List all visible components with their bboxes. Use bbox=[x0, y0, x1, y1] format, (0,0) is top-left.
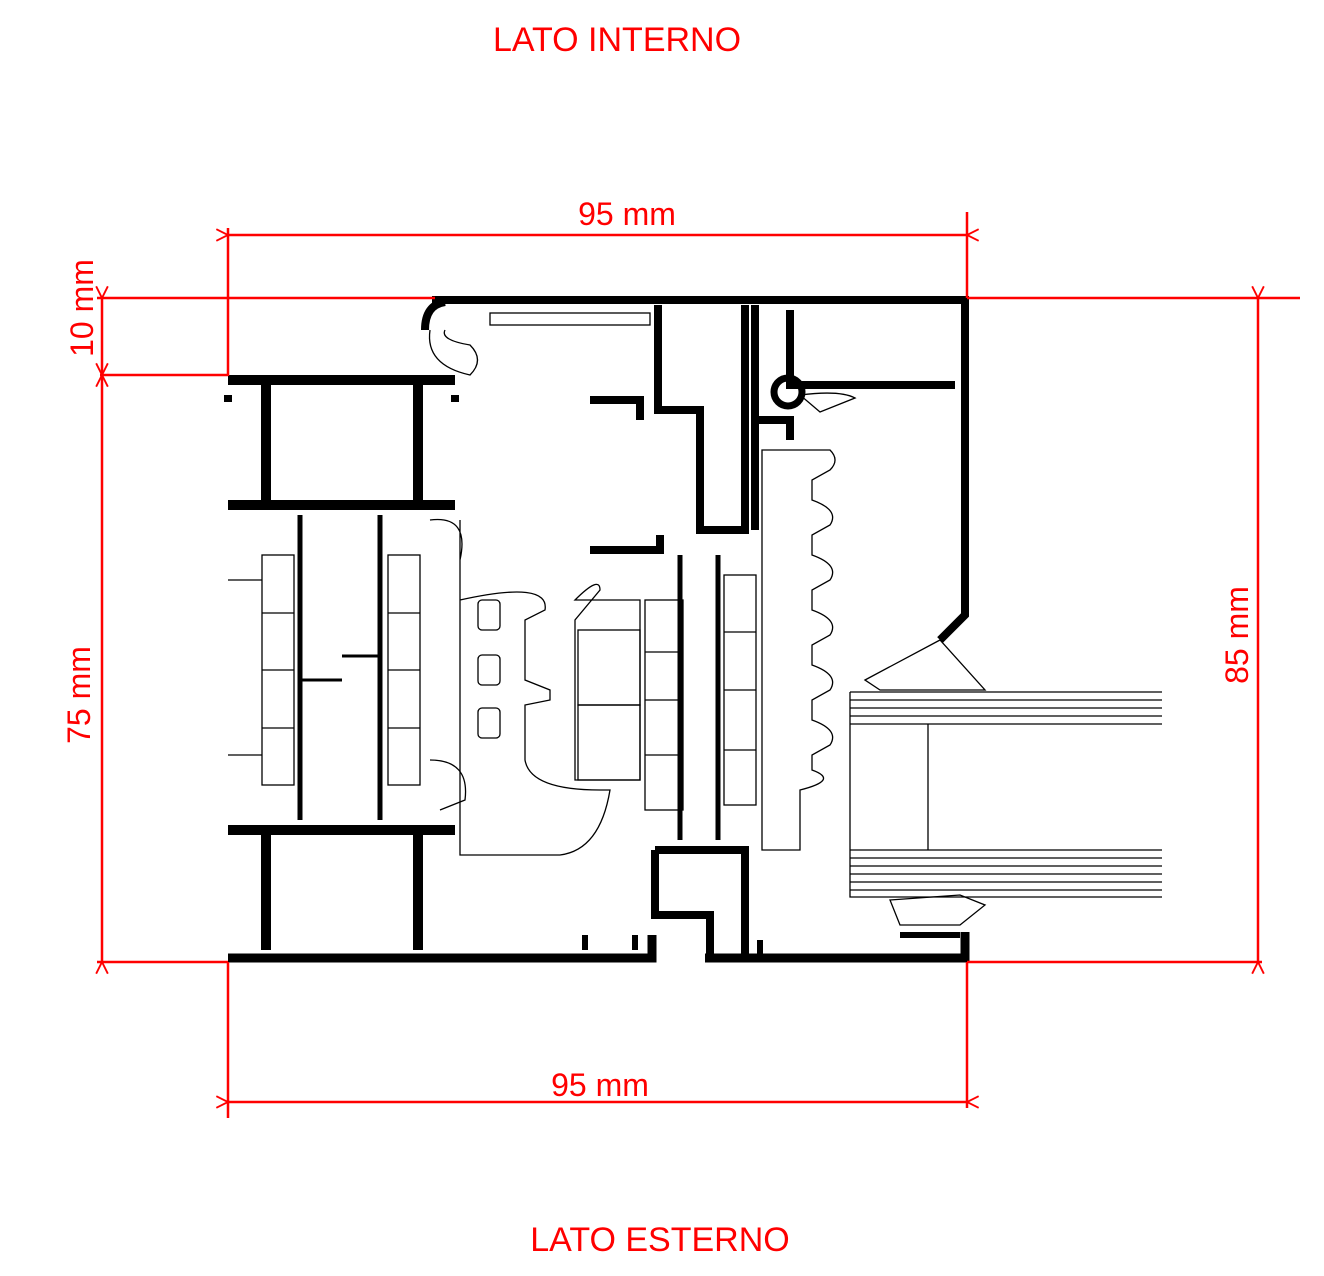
left-offset-dimension: 10 mm bbox=[64, 259, 100, 357]
top-width-dimension: 95 mm bbox=[578, 196, 676, 232]
aluminium-profile bbox=[224, 296, 970, 963]
left-height-dimension: 75 mm bbox=[61, 646, 97, 744]
right-height-dimension: 85 mm bbox=[1219, 586, 1255, 684]
dimension-lines bbox=[97, 212, 1300, 1118]
inside-side-label: LATO INTERNO bbox=[492, 21, 742, 59]
glass-unit bbox=[849, 691, 1162, 898]
outside-side-label: LATO ESTERNO bbox=[530, 1221, 790, 1259]
bottom-width-dimension: 95 mm bbox=[551, 1067, 649, 1103]
gaskets-and-insulation bbox=[228, 312, 987, 926]
